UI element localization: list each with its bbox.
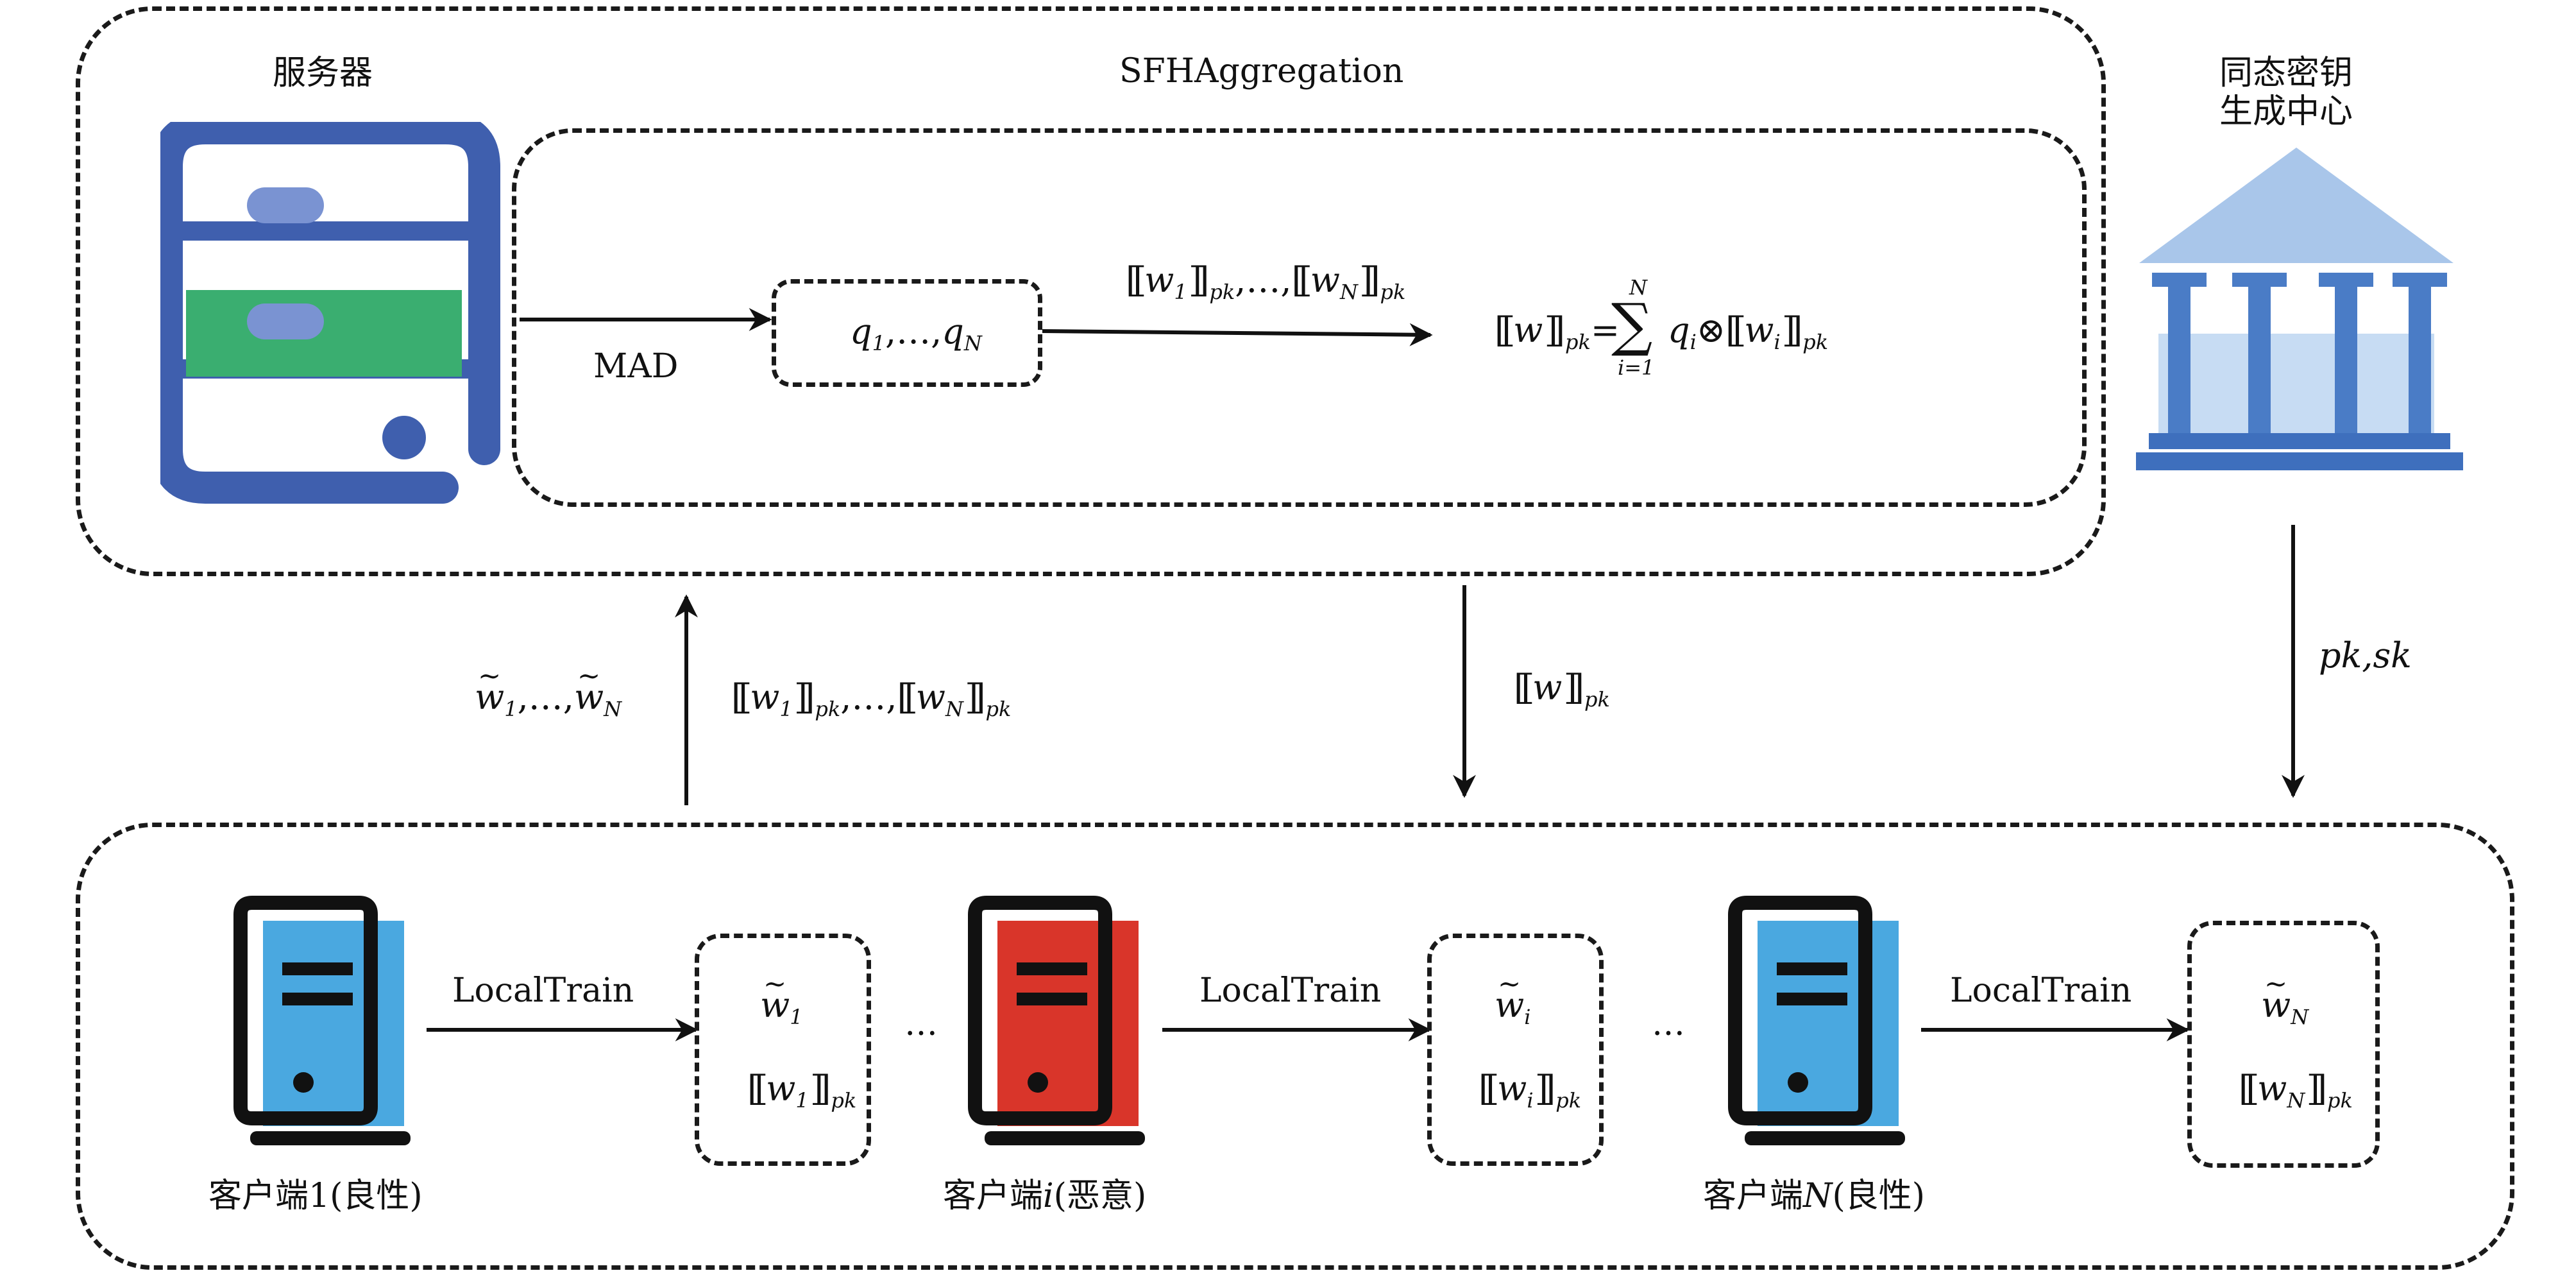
keys-label: pk,sk [2319,635,2412,676]
client-i-output-plain: wi [1495,988,1530,1028]
ellipsis-1: … [904,1005,938,1043]
weights-to-formula-arrow [1042,323,1433,346]
aggregation-title: SFHAggregation [1119,52,1404,90]
encrypted-inputs-label: [[w1]]pk,…,[[wN]]pk [1126,260,1406,305]
weights-box [772,279,1042,387]
server-title: 服务器 [273,54,373,92]
uplink-encrypted-label: [[w1]]pk,…,[[wN]]pk [731,677,1012,722]
aggregation-formula: [[w]]pk= [1495,310,1620,355]
client-1-output-box [695,934,871,1166]
downlink-label: [[w]]pk [1514,667,1610,712]
clients-panel [76,823,2514,1270]
uplink-plain-label: w1,…,wN [475,680,622,720]
client-N-computer-icon [1728,896,1905,1145]
server-panel [76,6,2106,576]
aggregation-panel [512,128,2087,507]
sigma-symbol: ∑ [1611,291,1653,359]
server-icon [160,122,500,504]
sigma-upper-limit: N [1629,275,1647,300]
client-N-output-box [2187,921,2380,1168]
key-center-title-line2: 生成中心 [2219,92,2353,131]
client-N-output-plain: wN [2261,988,2309,1028]
client-N-action-label: LocalTrain [1950,971,2132,1010]
aggregation-formula-rhs: qi⊗[[wi]]pk [1668,310,1829,355]
client-i-computer-icon [968,896,1145,1145]
client-1-action-label: LocalTrain [452,971,634,1010]
client-i-action-label: LocalTrain [1199,971,1382,1010]
client-1-computer-icon [233,896,411,1145]
sigma-lower-limit: i=1 [1618,355,1655,380]
key-center-building-icon [2136,148,2463,470]
client-i-output-encrypted: [[wi]]pk [1479,1068,1582,1113]
key-center-title-line1: 同态密钥 [2219,54,2353,92]
client-i-output-box [1427,934,1604,1166]
client-N-output-encrypted: [[wN]]pk [2239,1068,2353,1113]
weights-label: q1,…,qN [850,311,982,356]
client-1-output-plain: w1 [760,988,803,1028]
client-1-name: 客户端1(良性) [208,1177,423,1215]
client-i-name: 客户端i(恶意) [943,1177,1147,1215]
client-1-output-encrypted: [[w1]]pk [747,1068,857,1113]
ellipsis-2: … [1652,1005,1685,1043]
client-N-name: 客户端N(良性) [1703,1177,1926,1215]
mad-label: MAD [593,347,679,386]
